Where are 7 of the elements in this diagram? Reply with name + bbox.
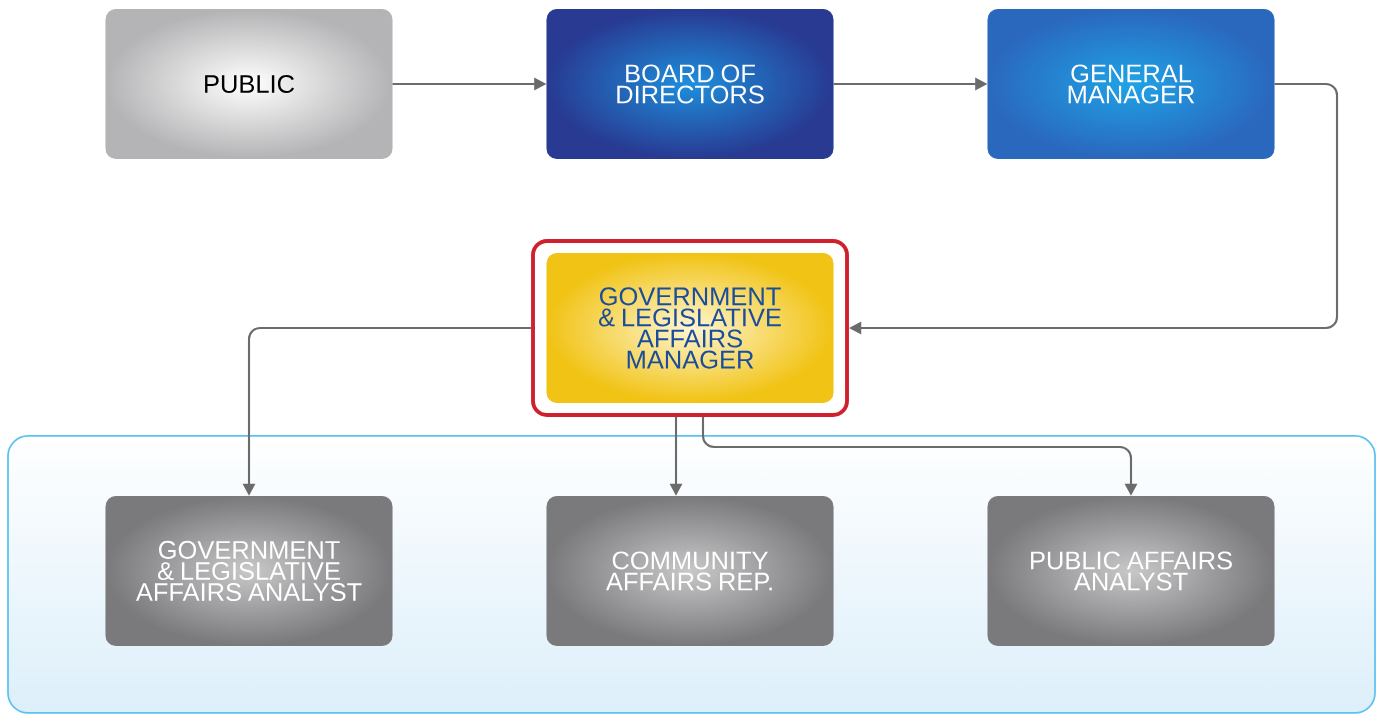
role-box: PUBLIC AFFAIRS ANALYST — [987, 495, 1275, 646]
role-box: PUBLIC — [105, 8, 393, 159]
highlighted-role-box: GOVERNMENT & LEGISLATIVE AFFAIRS MANAGER — [531, 239, 849, 417]
role-box: BOARD OF DIRECTORS — [546, 8, 834, 159]
role-box: GENERAL MANAGER — [987, 8, 1275, 159]
role-box: COMMUNITY AFFAIRS REP. — [546, 495, 834, 646]
role-box: GOVERNMENT & LEGISLATIVE AFFAIRS ANALYST — [105, 495, 393, 646]
